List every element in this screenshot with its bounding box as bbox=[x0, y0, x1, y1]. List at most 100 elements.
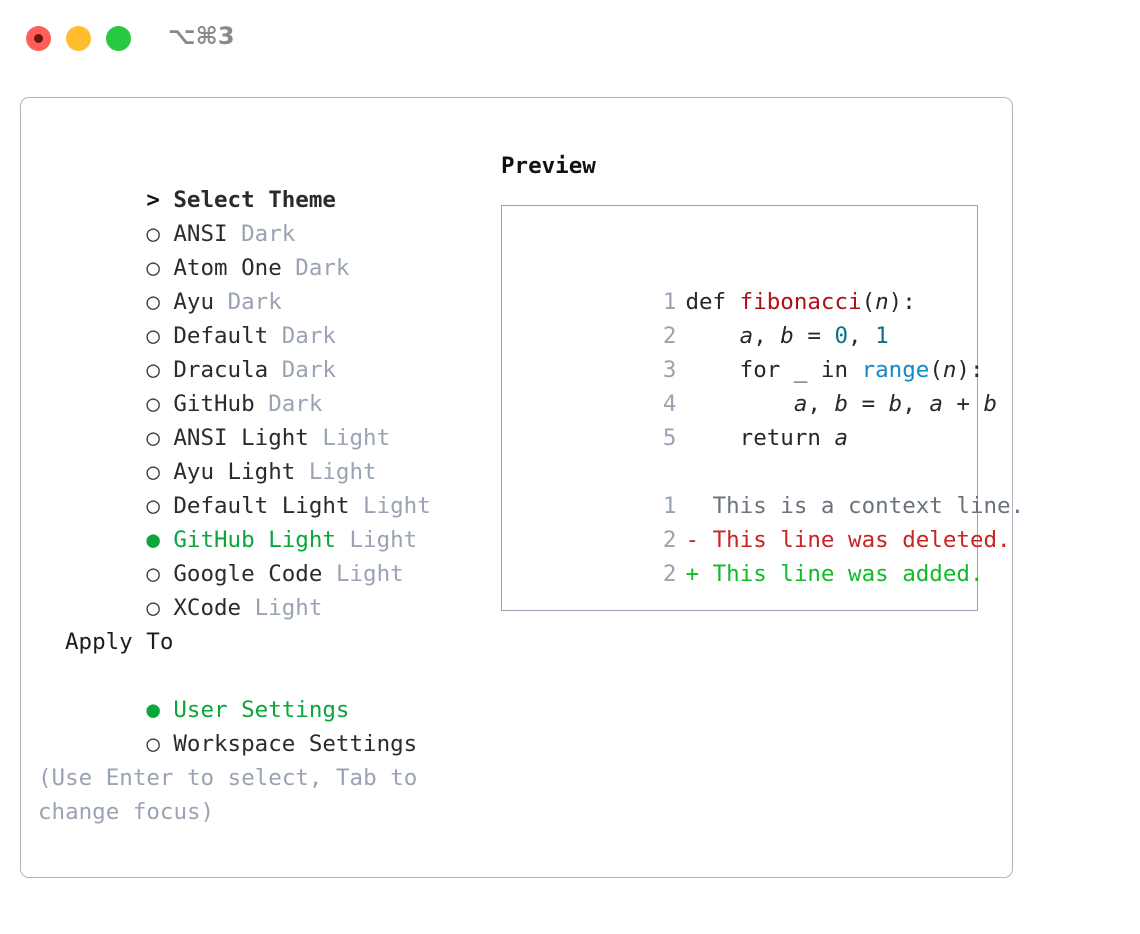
theme-item-label: Default bbox=[173, 323, 269, 349]
keyboard-shortcut-label: ⌥⌘3 bbox=[168, 22, 235, 50]
theme-item-variant: Dark bbox=[241, 221, 296, 247]
code-token: , bbox=[753, 323, 781, 349]
radio-icon: ○ bbox=[146, 255, 160, 281]
apply-to-workspace-settings[interactable]: ○ Workspace Settings bbox=[38, 693, 498, 757]
code-token: + bbox=[942, 391, 984, 417]
minimize-button[interactable] bbox=[66, 26, 91, 51]
code-token bbox=[685, 323, 739, 349]
theme-item-github-light[interactable]: ●GitHub Light Light bbox=[38, 489, 498, 553]
code-token: ): bbox=[888, 289, 916, 315]
theme-item-variant: Light bbox=[349, 527, 418, 553]
theme-item-label: Default Light bbox=[173, 493, 350, 519]
radio-icon: ○ bbox=[146, 289, 160, 315]
theme-item-label: XCode bbox=[173, 595, 242, 621]
radio-selected-icon: ● bbox=[146, 697, 160, 723]
code-token: ): bbox=[956, 357, 984, 383]
code-token: = bbox=[793, 323, 835, 349]
code-token: def bbox=[685, 289, 740, 315]
theme-item-google-code[interactable]: ○ Google Code Light bbox=[38, 523, 498, 587]
code-token: for _ in bbox=[685, 357, 862, 383]
apply-to-item-label: Workspace Settings bbox=[173, 731, 418, 757]
theme-item-label: Atom One bbox=[173, 255, 282, 281]
code-token: range bbox=[861, 357, 930, 383]
theme-item-label: Google Code bbox=[173, 561, 323, 587]
apply-to-title: Apply To bbox=[65, 629, 174, 655]
theme-item-xcode[interactable]: ○ XCode Light bbox=[38, 557, 498, 621]
diff-sign: + bbox=[685, 561, 700, 587]
theme-item-variant: Dark bbox=[268, 391, 323, 417]
theme-item-ayu-dark[interactable]: ○Ayu Dark bbox=[38, 251, 498, 315]
line-number: 1 bbox=[662, 493, 677, 519]
theme-item-label: Dracula bbox=[173, 357, 269, 383]
diff-text: This line was added. bbox=[712, 561, 984, 587]
theme-item-ansi-light[interactable]: ○ ANSI Light Light bbox=[38, 387, 498, 451]
maximize-button[interactable] bbox=[106, 26, 131, 51]
line-number: 2 bbox=[662, 527, 677, 553]
theme-item-dracula-dark[interactable]: ○ Dracula Dark bbox=[38, 319, 498, 383]
theme-item-variant: Dark bbox=[281, 323, 336, 349]
theme-list-header-label: Select Theme bbox=[173, 187, 336, 213]
diff-text: This line was deleted. bbox=[712, 527, 1011, 553]
title-bar: ⌥⌘3 bbox=[0, 0, 1140, 78]
code-token: ( bbox=[861, 289, 876, 315]
radio-icon: ○ bbox=[146, 221, 160, 247]
theme-item-label: ANSI bbox=[173, 221, 228, 247]
radio-icon: ○ bbox=[146, 595, 160, 621]
theme-item-github-dark[interactable]: ○ GitHub Dark bbox=[38, 353, 498, 417]
diff-sign bbox=[685, 493, 699, 519]
keyboard-hint-text: (Use Enter to select, Tab to change focu… bbox=[38, 765, 431, 825]
preview-title: Preview bbox=[501, 153, 596, 179]
code-token: a bbox=[929, 391, 943, 417]
theme-item-label: ANSI Light bbox=[173, 425, 309, 451]
theme-list-header: > Select Theme bbox=[38, 149, 498, 213]
line-number: 5 bbox=[662, 425, 677, 451]
theme-item-default-light[interactable]: ○ Default Light Light bbox=[38, 455, 498, 519]
radio-icon: ○ bbox=[146, 459, 160, 485]
line-number: 4 bbox=[662, 391, 677, 417]
diff-line-deleted: 2- This line was deleted. bbox=[502, 489, 1011, 553]
radio-icon: ○ bbox=[146, 731, 160, 757]
code-token: a bbox=[793, 391, 808, 417]
code-token: b bbox=[834, 391, 849, 417]
code-token: a bbox=[739, 323, 754, 349]
prompt-caret-icon: > bbox=[146, 187, 160, 213]
code-token: ( bbox=[929, 357, 943, 383]
code-token: , bbox=[848, 323, 876, 349]
code-token: , bbox=[807, 391, 835, 417]
code-line: 2 a, b = 0, 1 bbox=[502, 285, 977, 349]
theme-list-column: >Select Theme ○ANSI Dark ○Atom One Dark … bbox=[38, 149, 498, 829]
theme-item-variant: Dark bbox=[227, 289, 282, 315]
code-token: = bbox=[848, 391, 889, 417]
radio-icon: ○ bbox=[146, 561, 160, 587]
apply-to-user-settings[interactable]: ●User Settings bbox=[38, 659, 498, 723]
code-token: n bbox=[942, 357, 957, 383]
code-line: 5 return a bbox=[502, 387, 977, 451]
code-token bbox=[685, 391, 793, 417]
radio-icon: ○ bbox=[146, 425, 160, 451]
radio-icon: ○ bbox=[146, 357, 160, 383]
close-button[interactable] bbox=[26, 26, 51, 51]
theme-item-variant: Light bbox=[363, 493, 431, 519]
radio-icon: ○ bbox=[146, 323, 160, 349]
theme-item-variant: Light bbox=[322, 425, 391, 451]
theme-item-variant: Light bbox=[335, 561, 404, 587]
theme-item-atom-one-dark[interactable]: ○ Atom One Dark bbox=[38, 217, 498, 281]
theme-item-ansi-dark[interactable]: ○ ANSI Dark bbox=[38, 183, 498, 247]
theme-item-variant: Light bbox=[308, 459, 377, 485]
radio-icon: ○ bbox=[146, 391, 160, 417]
diff-text: This is a context line. bbox=[712, 493, 1025, 519]
line-number: 2 bbox=[662, 561, 677, 587]
theme-item-label: GitHub bbox=[173, 391, 255, 417]
diff-sign: - bbox=[685, 527, 700, 553]
theme-item-label: Ayu Light bbox=[173, 459, 296, 485]
code-token: 0 bbox=[834, 323, 849, 349]
theme-item-ayu-light[interactable]: ○ Ayu Light Light bbox=[38, 421, 498, 485]
line-number: 1 bbox=[662, 289, 677, 315]
theme-item-default-dark[interactable]: ○ Default Dark bbox=[38, 285, 498, 349]
code-line: 4 a, b = b, a + b bbox=[502, 353, 997, 417]
code-token: , bbox=[902, 391, 930, 417]
diff-line-context: 1 This is a context line. bbox=[502, 455, 1024, 519]
